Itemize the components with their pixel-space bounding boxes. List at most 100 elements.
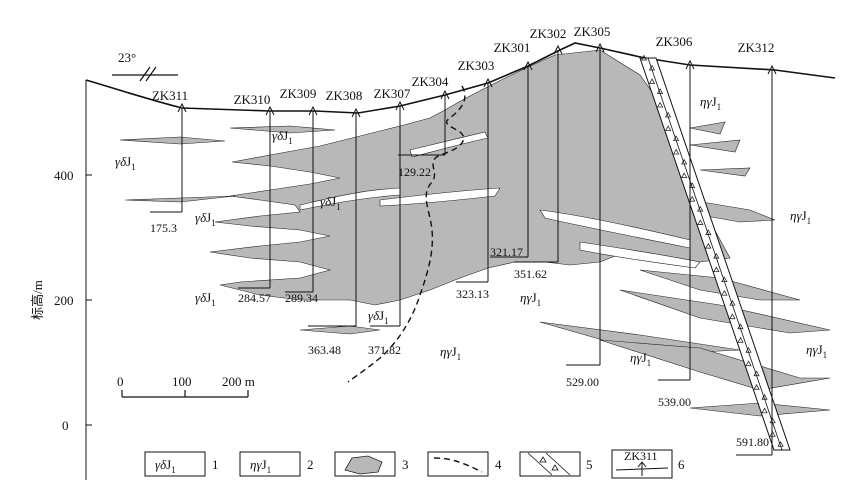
borehole-collar-arrow <box>351 107 361 118</box>
borehole-collar-arrow <box>265 105 275 116</box>
orientation-arrow <box>112 66 178 82</box>
legend-item-1-symbol: γδJ1 <box>155 457 176 475</box>
legend-borehole-id: ZK311 <box>624 449 658 463</box>
borehole-ZK308: ZK308 363.48 <box>308 88 362 357</box>
scale-label-0: 0 <box>117 374 124 389</box>
borehole-depth-label: 529.00 <box>566 375 599 389</box>
borehole-depth-label: 371.82 <box>368 343 401 357</box>
borehole-id-label: ZK302 <box>530 26 567 41</box>
breccia-triangle <box>753 370 760 377</box>
scale-bar <box>121 390 249 398</box>
rock-label-gd: γδJ1 <box>195 210 216 228</box>
borehole-id-label: ZK304 <box>412 74 449 89</box>
breccia-triangle <box>648 64 656 71</box>
breccia-triangle <box>656 101 664 108</box>
breccia-triangle <box>713 252 720 259</box>
y-tick-200: 200 <box>54 293 74 308</box>
borehole-collar-arrow <box>685 59 695 70</box>
breccia-triangle <box>777 441 784 447</box>
rock-label-eg: ηγJ1 <box>520 290 541 308</box>
borehole-id-label: ZK305 <box>574 24 611 39</box>
borehole-ZK307: ZK307 371.82 <box>368 86 411 357</box>
rock-label-eg: ηγJ1 <box>700 94 721 112</box>
borehole-collar-arrow <box>177 102 187 113</box>
breccia-triangle <box>761 394 768 400</box>
rock-label-eg: ηγJ1 <box>440 344 461 362</box>
borehole-id-label: ZK309 <box>280 86 317 101</box>
borehole-depth-label: 351.62 <box>514 267 547 281</box>
breccia-triangle <box>737 323 744 330</box>
breccia-triangle <box>705 229 712 235</box>
legend: γδJ1 1 ηγJ1 2 3 4 5 ZK311 6 <box>144 449 685 479</box>
rock-label-eg: ηγJ1 <box>630 350 651 368</box>
breccia-triangle <box>689 182 696 188</box>
breccia-triangle <box>665 125 672 131</box>
breccia-triangle <box>721 289 728 296</box>
y-tick-400: 400 <box>54 168 74 183</box>
breccia-triangle <box>745 347 752 353</box>
borehole-id-label: ZK310 <box>234 92 271 107</box>
borehole-collar-arrow <box>483 77 493 88</box>
borehole-id-label: ZK308 <box>326 88 363 103</box>
legend-borehole-symbol <box>615 461 669 476</box>
borehole-ZK304: ZK304 129.22 <box>398 74 450 179</box>
rock-label-gd: γδJ1 <box>195 290 216 308</box>
borehole-collar-arrow <box>523 60 533 71</box>
borehole-ZK305: ZK305 529.00 <box>566 24 610 389</box>
borehole-collar-arrow <box>767 64 777 75</box>
rock-label-gd: γδJ1 <box>368 308 389 326</box>
breccia-triangle <box>673 148 680 155</box>
borehole-ZK303: ZK303 323.13 <box>456 58 494 301</box>
borehole-collar-arrow <box>308 105 318 116</box>
rock-label-gd: γδJ1 <box>320 194 341 212</box>
fault-zone <box>639 57 791 451</box>
breccia-triangle <box>737 337 744 343</box>
breccia-triangle <box>761 407 768 414</box>
borehole-collar-arrow <box>395 100 405 111</box>
breccia-triangle <box>681 158 688 165</box>
breccia-triangle <box>713 266 720 273</box>
terrain-surface <box>85 42 836 114</box>
ore-bodies <box>119 49 831 417</box>
borehole-depth-label: 129.22 <box>398 165 431 179</box>
breccia-triangle <box>745 360 752 367</box>
borehole-depth-label: 321.17 <box>490 245 523 259</box>
breccia-triangle <box>769 417 776 424</box>
orientation-label: 23° <box>118 50 136 65</box>
legend-item-2-symbol: ηγJ1 <box>250 457 271 475</box>
borehole-collar-arrow <box>553 44 563 55</box>
borehole-ZK306: ZK306 539.00 <box>656 34 695 409</box>
legend-item-2-num: 2 <box>307 457 314 472</box>
breccia-triangle <box>753 384 760 390</box>
y-tick-0: 0 <box>62 418 69 433</box>
breccia-triangle <box>648 78 656 84</box>
legend-item-3-num: 3 <box>402 457 409 472</box>
rock-label-gd: γδJ1 <box>272 128 293 146</box>
breccia-triangle <box>705 242 712 249</box>
rock-label-eg: ηγJ1 <box>806 342 827 360</box>
legend-ore-symbol <box>344 455 383 475</box>
borehole-id-label: ZK306 <box>656 34 693 49</box>
rock-label-gd: γδJ1 <box>115 154 136 172</box>
legend-item-1-num: 1 <box>212 457 219 472</box>
breccia-triangle <box>721 276 728 283</box>
breccia-triangle <box>656 88 664 94</box>
borehole-depth-label: 363.48 <box>308 343 341 357</box>
breccia-triangle <box>664 111 672 118</box>
legend-boundary-symbol <box>433 457 483 473</box>
breccia-triangle <box>689 195 696 202</box>
borehole-layer: ZK311175.3ZK310284.57ZK309289.34ZK308363… <box>150 24 777 456</box>
rock-label-layer: γδJ1 γδJ1 γδJ1 γδJ1 γδJ1 γδJ1 ηγJ1 ηγJ1 … <box>115 94 827 368</box>
borehole-id-label: ZK307 <box>374 86 411 101</box>
borehole-collar-arrow <box>440 89 450 100</box>
legend-fault-symbol <box>527 452 571 476</box>
borehole-depth-label: 539.00 <box>658 395 691 409</box>
borehole-depth-label: 591.80 <box>736 435 769 449</box>
breccia-triangle <box>697 219 704 225</box>
borehole-id-label: ZK303 <box>458 58 495 73</box>
breccia-triangle <box>640 54 648 61</box>
borehole-depth-label: 323.13 <box>456 287 489 301</box>
